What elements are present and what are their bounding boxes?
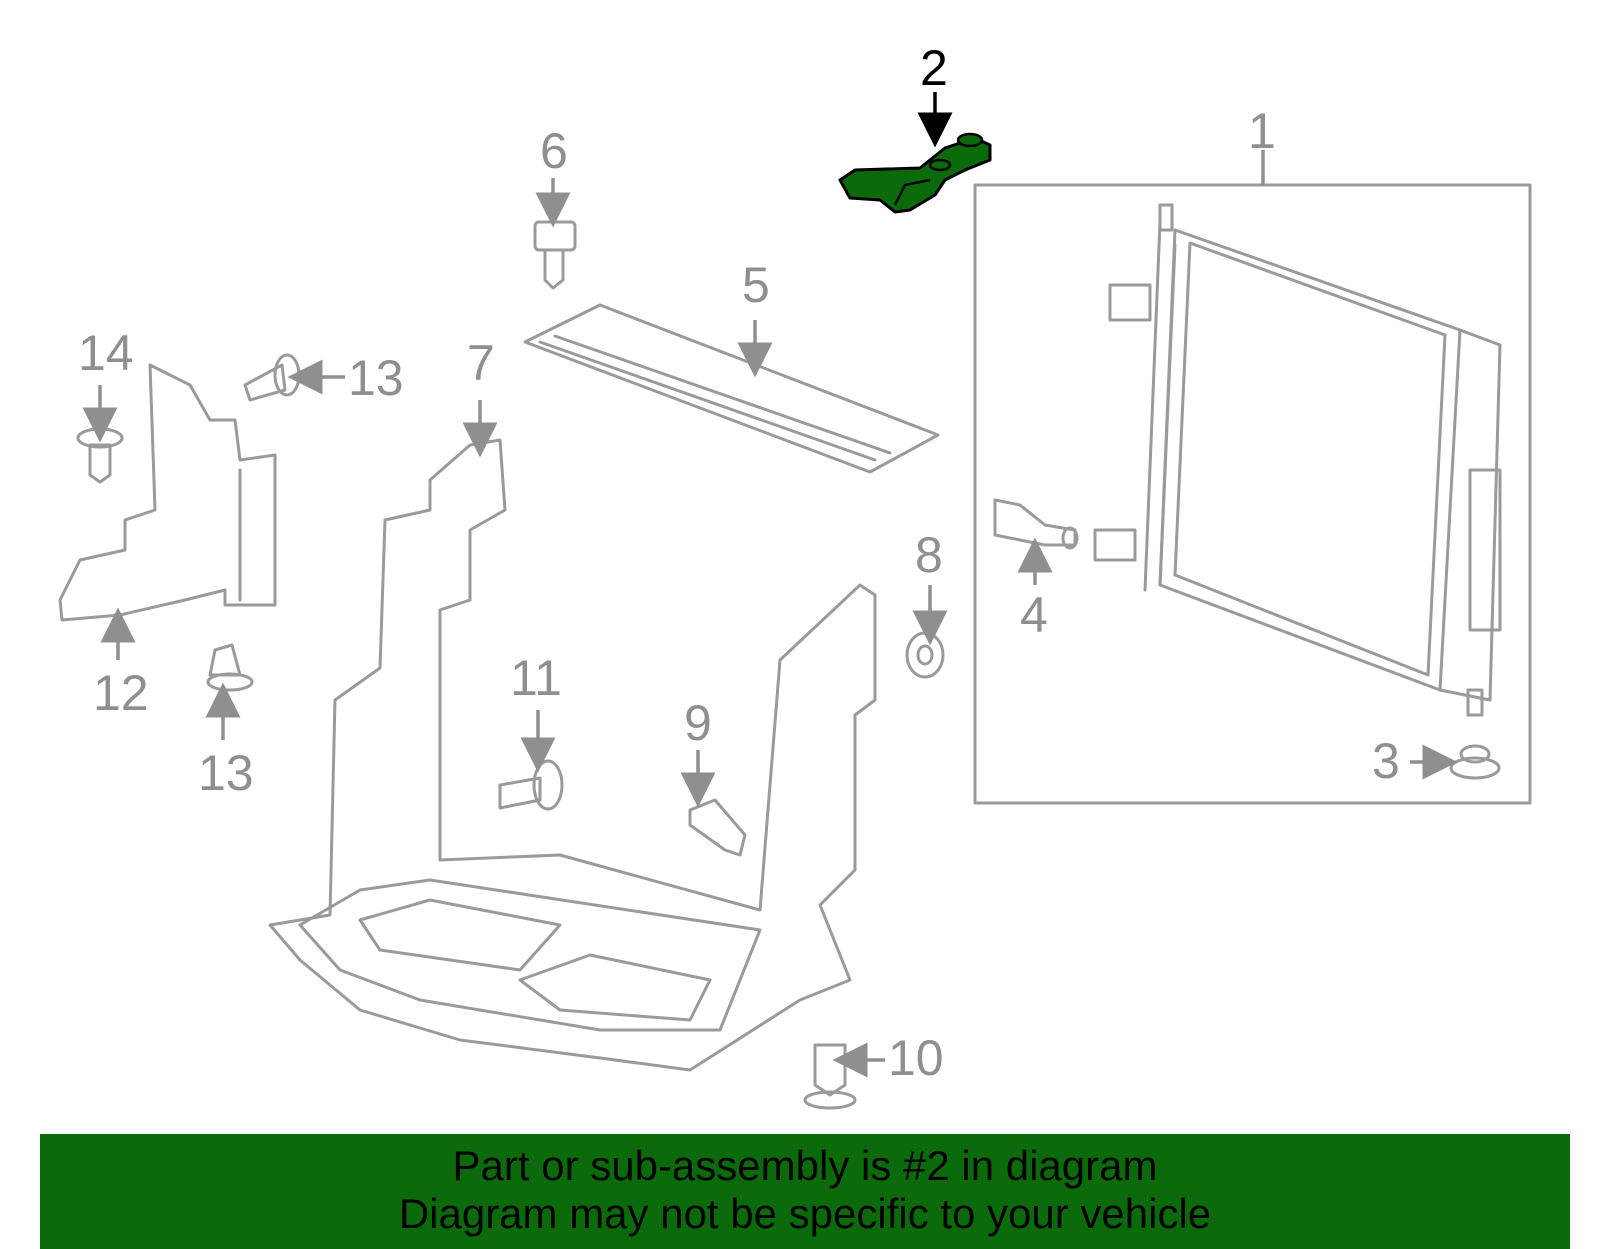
callout-5: 5 [742,257,770,313]
callout-11: 11 [510,650,562,706]
callout-13-upper: 13 [348,350,404,406]
part-6-bolt[interactable] [533,178,577,290]
disclaimer-banner: Part or sub-assembly is #2 in diagram Di… [40,1134,1570,1249]
callout-9: 9 [684,695,712,751]
part-9-push-pin[interactable] [680,750,747,857]
callout-14: 14 [78,325,134,381]
part-13-push-pin-lower[interactable] [205,643,254,740]
part-10-clip[interactable] [803,1042,885,1110]
callout-8: 8 [915,527,943,583]
callout-2: 2 [920,40,948,96]
callout-7: 7 [467,335,495,391]
part-1-radiator[interactable] [973,150,1532,805]
part-11-screw[interactable] [498,710,564,811]
part-13-screw-upper[interactable] [243,353,345,402]
part-12-side-baffle[interactable] [58,363,277,660]
part-14-push-pin[interactable] [76,385,124,484]
callout-10: 10 [888,1030,944,1086]
part-7-lower-deflector[interactable] [268,400,877,1072]
callout-6: 6 [540,123,568,179]
part-8-washer[interactable] [905,585,948,679]
banner-line-2: Diagram may not be specific to your vehi… [398,1190,1212,1237]
part-4-sensor[interactable] [993,498,1079,585]
part-2-bracket[interactable] [838,92,992,214]
part-3-grommet[interactable] [1410,744,1501,780]
banner-line-1: Part or sub-assembly is #2 in diagram [452,1142,1158,1189]
callout-12: 12 [93,665,149,721]
callout-3: 3 [1372,733,1400,789]
callout-1: 1 [1248,103,1276,159]
callout-4: 4 [1020,587,1048,643]
part-5-upper-panel[interactable] [523,303,940,474]
callout-13-lower: 13 [198,745,254,801]
